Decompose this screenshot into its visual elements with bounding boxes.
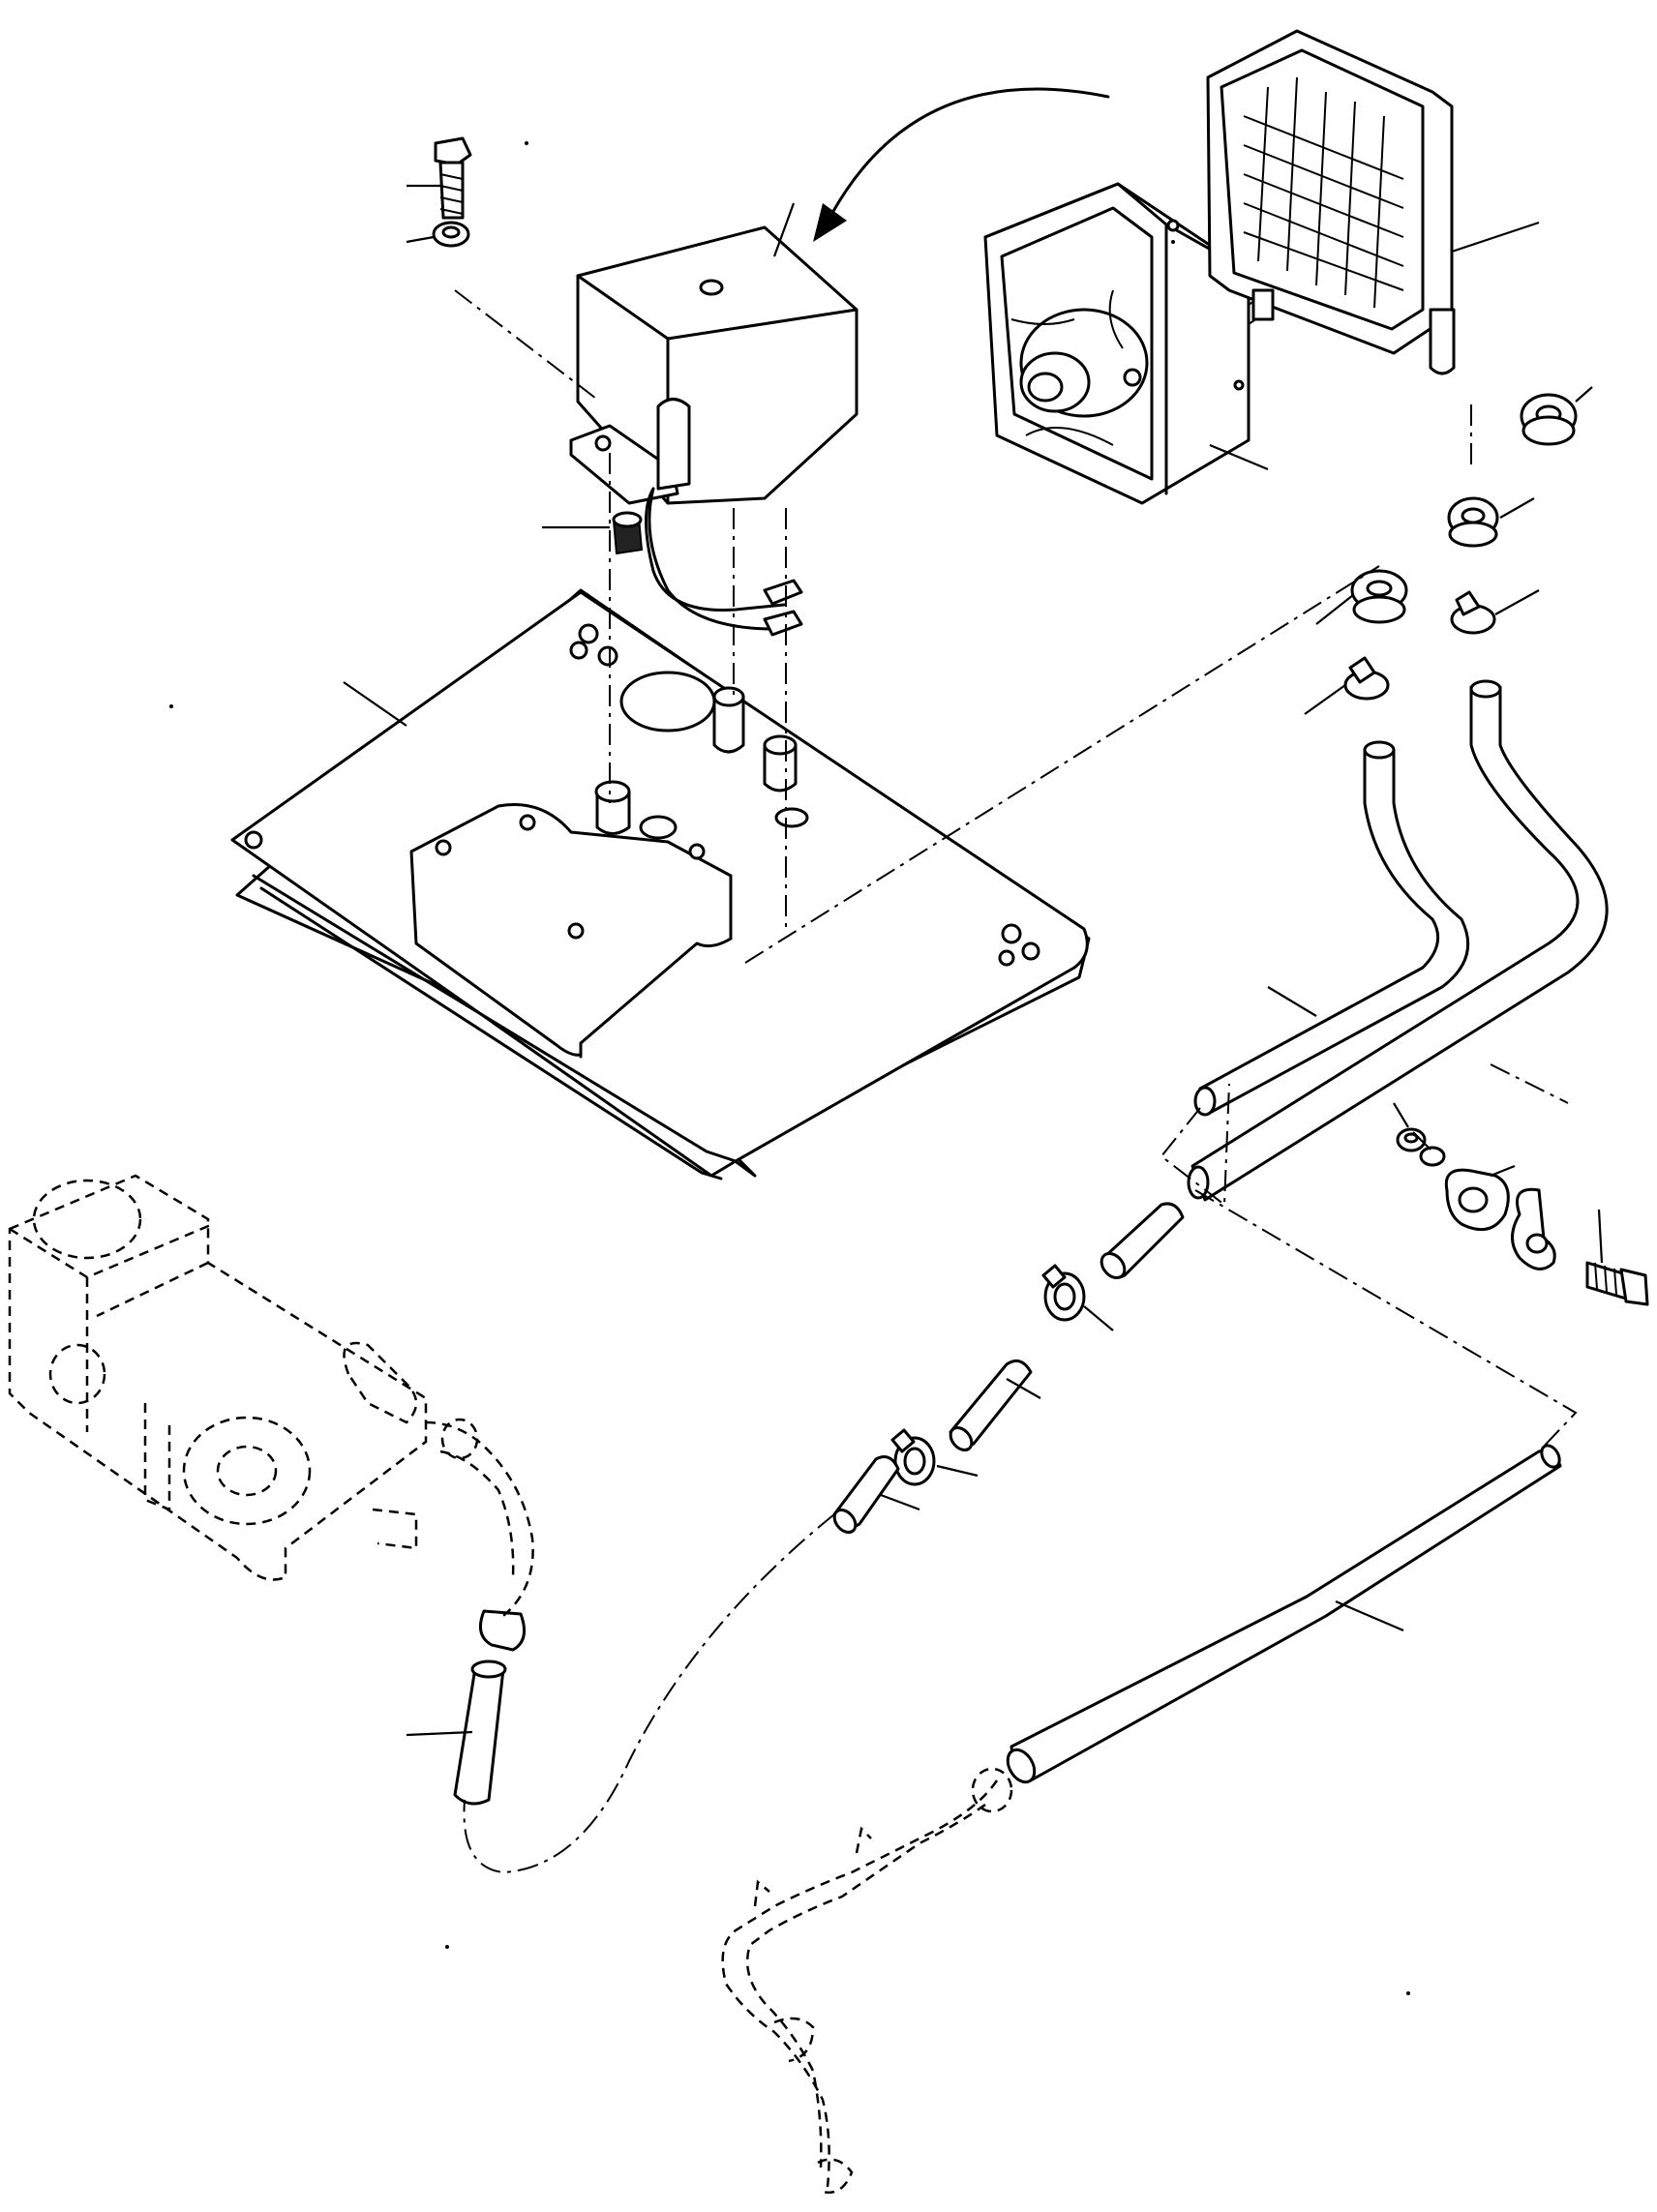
blower-bracket: [409, 803, 733, 1059]
fan-unit: [983, 182, 1264, 505]
leader-lines: [343, 184, 1604, 1737]
base-plate: [230, 588, 1091, 1181]
hose-upper: [1187, 679, 1609, 1202]
hose-clamp-left: [1343, 656, 1390, 701]
blower-motor: [569, 225, 859, 637]
hose-clamp-right: [1450, 590, 1496, 635]
hose-lower: [1006, 1444, 1562, 1784]
heater-core: [1206, 29, 1456, 375]
hose-mid-1: [1100, 1202, 1185, 1280]
grommet-right: [1520, 393, 1578, 446]
reference-assembly-left: [8, 1174, 534, 1617]
reference-assembly-lower: [721, 1767, 1013, 2195]
bolt: [434, 136, 472, 220]
hose-mid-3: [832, 1455, 900, 1535]
explode-lines: [454, 289, 1578, 1874]
hose-clamp-mid-1: [1041, 1264, 1086, 1322]
hose-clamp-mid-2: [890, 1428, 936, 1486]
grommet-mid: [1447, 496, 1499, 548]
nut: [1396, 1127, 1427, 1152]
pipe-clamp: [1444, 1168, 1556, 1270]
washer: [432, 221, 470, 248]
lockwasher: [1419, 1146, 1446, 1167]
rotate-arrow: [813, 87, 1110, 242]
boss-3: [594, 780, 678, 840]
boss-2: [763, 734, 798, 792]
grommet-left: [1350, 569, 1408, 624]
hose-left-long: [453, 1609, 527, 1806]
grommet: [612, 511, 644, 555]
boss-1: [712, 686, 745, 754]
clamp-bolt: [1585, 1261, 1649, 1306]
hose-mid-2: [949, 1359, 1033, 1452]
